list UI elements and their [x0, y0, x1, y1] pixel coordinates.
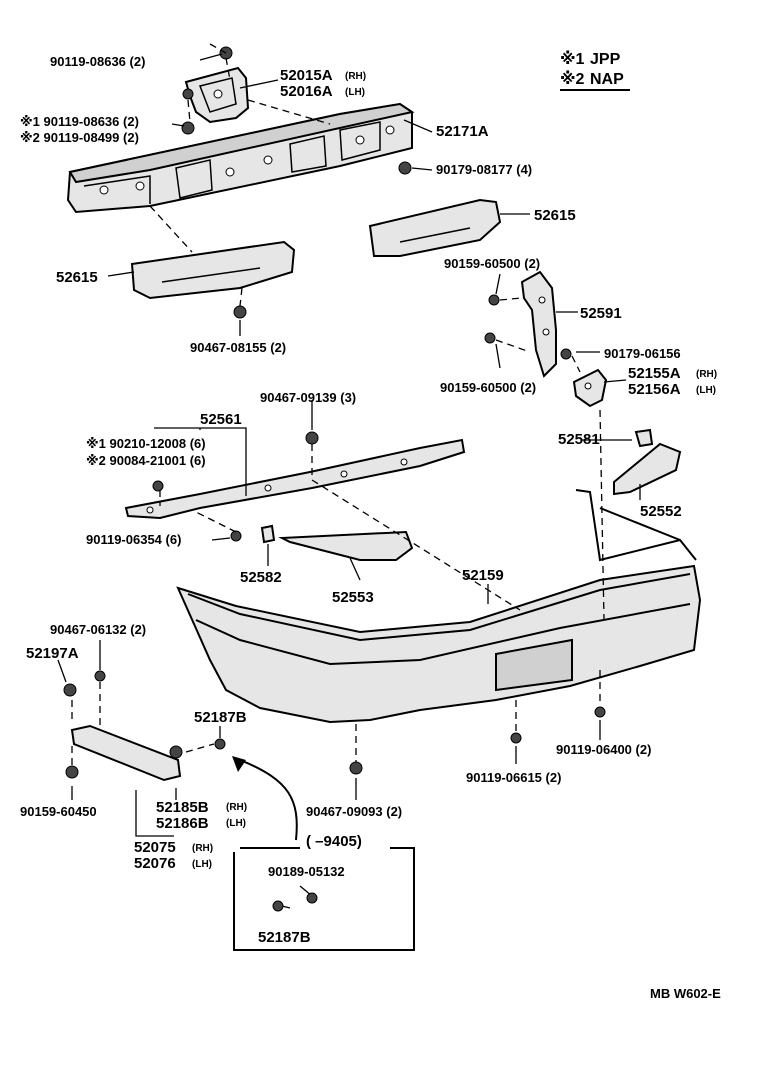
pad-52615-right [368, 198, 502, 257]
bracket-icon [169, 745, 183, 759]
label-90159-60450: 90159-60450 [20, 804, 97, 819]
label-52187B-inset: 52187B [258, 929, 311, 946]
bolt-icon [181, 121, 195, 135]
label-90159-60500-top: 90159-60500 (2) [444, 256, 540, 271]
labels: 90119-08636 (2) 52015A (RH) 52016A (LH) … [20, 54, 721, 1001]
bolt-icon [484, 332, 496, 344]
clip-icon [233, 305, 247, 319]
label-90119-06354: 90119-06354 (6) [86, 532, 181, 547]
label-52581: 52581 [558, 431, 600, 448]
label-52015A: 52015A [280, 67, 333, 84]
label-90467-06132: 90467-06132 (2) [50, 622, 146, 637]
bolt-icon [230, 530, 242, 542]
label-90467-09093: 90467-09093 (2) [306, 804, 402, 819]
label-90119-06400: 90119-06400 (2) [556, 742, 651, 757]
label-90159-60500-bot: 90159-60500 (2) [440, 380, 536, 395]
reinforcement-52171A [66, 102, 415, 214]
label-52197A: 52197A [26, 645, 79, 662]
label-52185B-side: (RH) [226, 802, 247, 813]
clip-icon [349, 761, 363, 775]
legend-text-2: NAP [590, 71, 624, 88]
nut-icon [152, 480, 164, 492]
bracket-52155A [572, 368, 608, 408]
label-90119-08499: ※2 90119-08499 (2) [20, 130, 139, 145]
label-90210-12008: ※1 90210-12008 (6) [86, 436, 206, 451]
label-52591: 52591 [580, 305, 622, 322]
nut-icon [398, 161, 412, 175]
footer-code: MB W602-E [650, 986, 721, 1001]
label-90179-08177: 90179-08177 (4) [436, 162, 532, 177]
clip-icon [214, 738, 226, 750]
label-52156A: 52156A [628, 381, 681, 398]
label-90084-21001: ※2 90084-21001 (6) [86, 453, 206, 468]
pad-52615-left [130, 240, 296, 319]
bolt-icon [510, 732, 522, 744]
label-90119-08636-alt: ※1 90119-08636 (2) [20, 114, 139, 129]
bolt-icon [182, 88, 194, 100]
bolt-icon [94, 670, 106, 682]
label-52159: 52159 [462, 567, 504, 584]
label-52075: 52075 [134, 839, 176, 856]
label-52552: 52552 [640, 503, 682, 520]
legend-mark-2: ※2 [560, 70, 585, 88]
bolt-icon [65, 765, 79, 779]
label-90119-08636-top: 90119-08636 (2) [50, 54, 145, 69]
legend-mark-1: ※1 [560, 50, 585, 68]
label-inset-range: ( –9405) [306, 833, 362, 850]
label-52186B-side: (LH) [226, 818, 246, 829]
label-90179-06156: 90179-06156 [604, 346, 681, 361]
label-52075-side: (RH) [192, 843, 213, 854]
part-52581 [634, 428, 654, 448]
part-52582 [260, 524, 276, 544]
label-52553: 52553 [332, 589, 374, 606]
label-90189-05132: 90189-05132 [268, 864, 345, 879]
nut-icon [560, 348, 572, 360]
label-52582: 52582 [240, 569, 282, 586]
label-52615-right: 52615 [534, 207, 576, 224]
label-90467-09139: 90467-09139 (3) [260, 390, 356, 405]
retainer-52561 [124, 431, 466, 542]
part-52553 [278, 530, 414, 561]
label-52171A: 52171A [436, 123, 489, 140]
label-52155A-side: (RH) [696, 369, 717, 380]
label-52615-left: 52615 [56, 269, 98, 286]
label-52076-side: (LH) [192, 859, 212, 870]
bumper-cover-52159 [176, 489, 702, 724]
legend: ※1 JPP ※2 NAP [560, 50, 630, 91]
clip-icon [272, 900, 284, 912]
part-52552 [613, 442, 682, 496]
bottom-fasteners [349, 706, 606, 775]
label-52156A-side: (LH) [696, 385, 716, 396]
label-52187B-top: 52187B [194, 709, 247, 726]
label-52016A: 52016A [280, 83, 333, 100]
bracket-icon [63, 683, 77, 697]
leader-lines [57, 53, 641, 909]
inset-box [232, 756, 415, 951]
legend-text-1: JPP [590, 51, 621, 68]
bracket-52591 [484, 270, 572, 378]
reinforcement-52075 [63, 670, 226, 782]
clip-icon [306, 892, 318, 904]
label-52561: 52561 [200, 411, 242, 428]
label-52015A-side: (RH) [345, 71, 366, 82]
label-52076: 52076 [134, 855, 176, 872]
label-90119-06615: 90119-06615 (2) [466, 770, 561, 785]
label-52016A-side: (LH) [345, 87, 365, 98]
guide-lines [71, 43, 605, 766]
label-90467-08155: 90467-08155 (2) [190, 340, 286, 355]
label-52155A: 52155A [628, 365, 681, 382]
bracket-52015A [181, 46, 250, 135]
bolt-icon [488, 294, 500, 306]
clip-icon [305, 431, 319, 445]
label-52186B: 52186B [156, 815, 209, 832]
label-52185B: 52185B [156, 799, 209, 816]
bolt-icon [594, 706, 606, 718]
